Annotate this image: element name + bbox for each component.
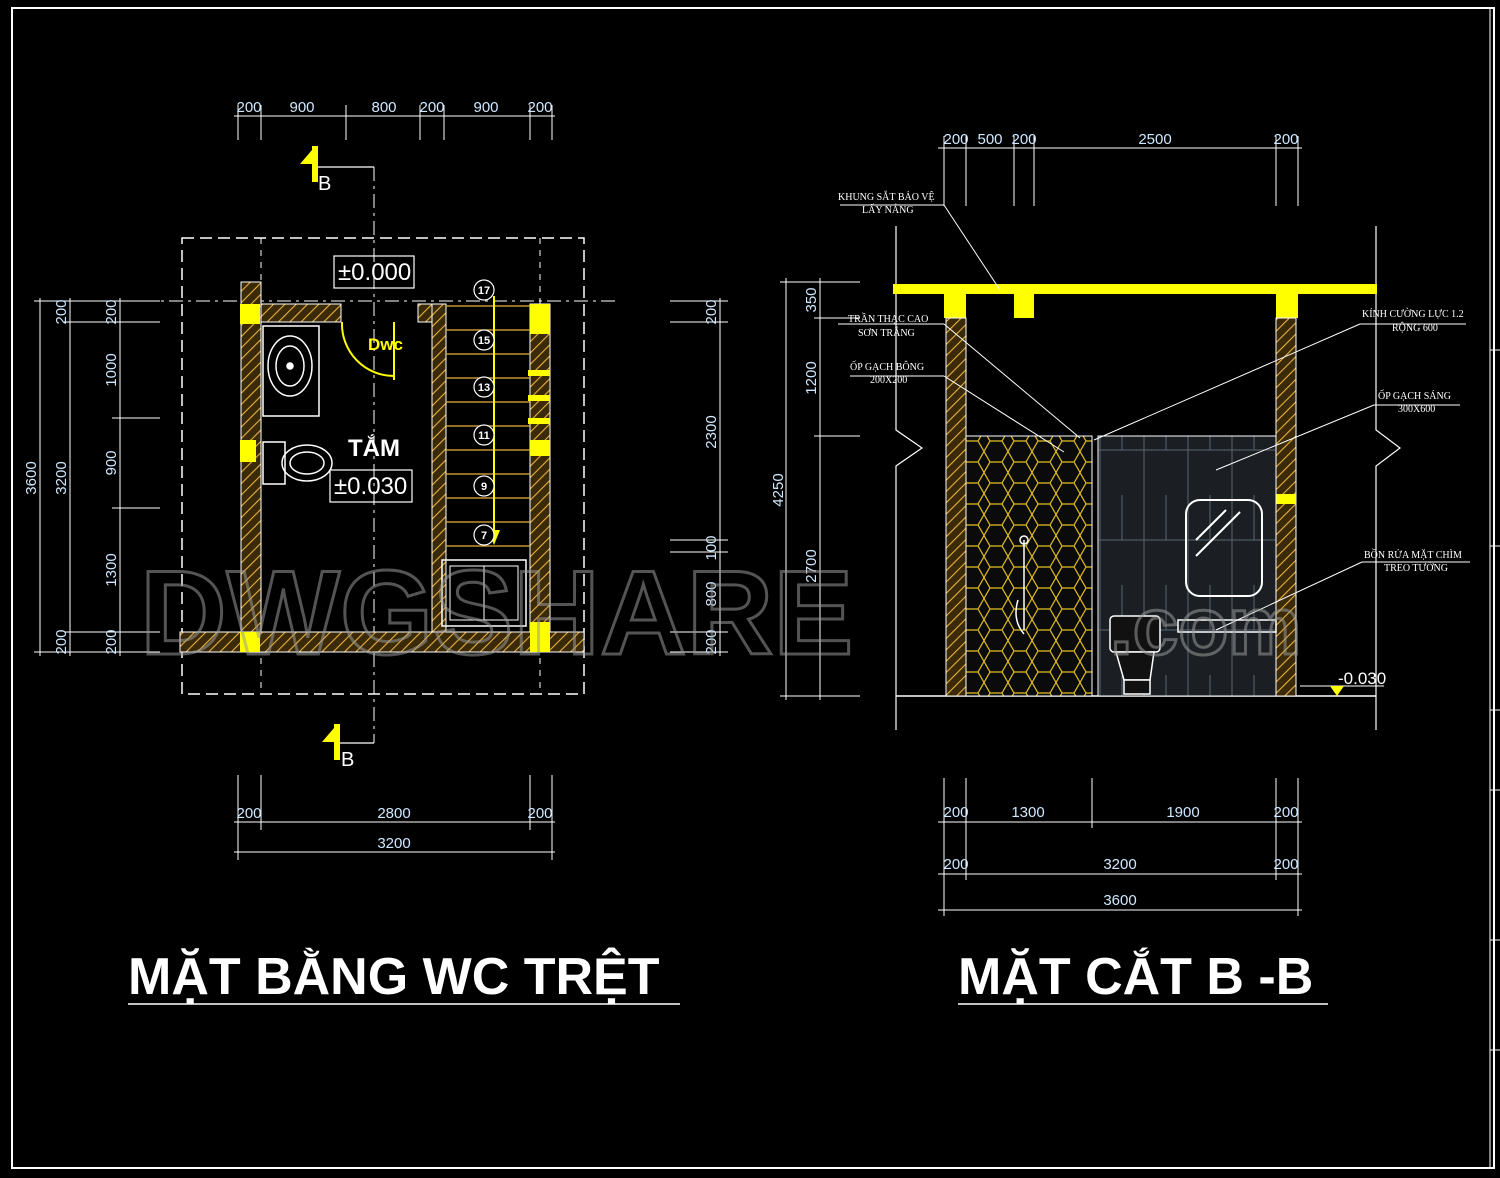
note-line: KHUNG SẮT BẢO VỆ [838, 190, 935, 203]
dim: 900 [473, 99, 498, 116]
plan-title: MẶT BẰNG WC TRỆT [128, 947, 660, 1006]
svg-text:.com: .com [1110, 581, 1301, 672]
sheet-border [11, 7, 1495, 1169]
dim: 1300 [103, 553, 120, 586]
dim: 350 [803, 287, 820, 312]
toilet-elevation [1109, 615, 1161, 695]
dim: 200 [943, 804, 968, 821]
dim: 900 [289, 99, 314, 116]
dim: 200 [703, 629, 720, 654]
dim: 1900 [1166, 804, 1199, 821]
section-mark-bottom: B [322, 724, 374, 771]
level-top: ±0.000 [338, 259, 411, 286]
stair-step-numbers: 17 15 13 11 9 7 [473, 279, 495, 546]
watermark: DWGSHARE .com [139, 545, 1303, 682]
dim: 200 [103, 299, 120, 324]
svg-text:DWGSHARE: DWGSHARE [140, 546, 853, 680]
section-mark-top: B [300, 146, 374, 195]
dim: 200 [1011, 131, 1036, 148]
floor-plan: 17 15 13 11 9 7 Dwc [23, 99, 728, 1006]
dim: 200 [943, 856, 968, 873]
dim: 1000 [103, 353, 120, 386]
dim: 200 [53, 299, 70, 324]
title-block-edge [1489, 8, 1500, 1168]
dim: 200 [1273, 804, 1298, 821]
dim: 2700 [803, 549, 820, 582]
note-line: KÍNH CƯỜNG LỰC 1.2 [1362, 308, 1464, 320]
section-bottom-dimensions [938, 778, 1302, 916]
plan-left-dimensions [34, 298, 160, 656]
svg-text:B: B [341, 749, 354, 771]
door-tag: Dwc [368, 335, 403, 354]
dim: 800 [703, 581, 720, 606]
dim: 100 [703, 535, 720, 560]
section-top-dimensions [938, 136, 1302, 206]
plan-bottom-dimensions [234, 775, 555, 860]
dim: 200 [527, 805, 552, 822]
plan-top-dimensions [234, 105, 555, 140]
svg-text:9: 9 [481, 481, 487, 493]
dim: 2300 [703, 415, 720, 448]
note-line: SƠN TRẮNG [858, 326, 915, 339]
dim: 900 [103, 450, 120, 475]
level-bottom: ±0.030 [334, 473, 407, 500]
svg-text:15: 15 [478, 335, 490, 347]
svg-text:B: B [318, 173, 331, 195]
dim: 2800 [377, 805, 410, 822]
dim: 3600 [23, 461, 40, 494]
note-line: TRẦN THẠC CAO [848, 312, 928, 325]
dim: 200 [236, 805, 261, 822]
dim: 200 [419, 99, 444, 116]
wall-sink [1177, 619, 1277, 633]
dim: 1200 [803, 361, 820, 394]
toilet-plan [262, 441, 333, 485]
wash-basin-plan [262, 325, 320, 417]
svg-text:17: 17 [478, 285, 490, 297]
section-view: -0.030 KHUNG SẮT BẢO VỆ LẤY NẮNG TRẦN TH… [770, 131, 1470, 1006]
note-line: ỐP GẠCH BÔNG [850, 360, 924, 373]
dim: 500 [977, 131, 1002, 148]
note-line: 300X600 [1398, 404, 1435, 415]
note-line: ỐP GẠCH SÁNG [1378, 389, 1451, 402]
dim: 200 [527, 99, 552, 116]
section-left-dimensions [780, 278, 860, 700]
dim: 200 [1273, 856, 1298, 873]
dim: 4250 [770, 473, 787, 506]
note-line: LẤY NẮNG [862, 203, 914, 216]
section-notes [838, 204, 1470, 631]
dim: 200 [1273, 131, 1298, 148]
dim: 3200 [53, 461, 70, 494]
dim: 2500 [1138, 131, 1171, 148]
section-level: -0.030 [1338, 669, 1386, 688]
shower [1015, 535, 1029, 635]
note-line: TREO TƯỜNG [1384, 562, 1448, 574]
dim: 200 [943, 131, 968, 148]
room-label: TẮM [348, 434, 400, 462]
note-line: 200X200 [870, 375, 907, 386]
dim: 3600 [1103, 892, 1136, 909]
note-line: BỒN RỬA MẶT CHÌM [1364, 548, 1462, 561]
svg-text:7: 7 [481, 530, 487, 542]
dim: 200 [703, 299, 720, 324]
dim: 200 [103, 629, 120, 654]
section-title: MẶT CẮT B -B [958, 947, 1313, 1006]
dim: 800 [371, 99, 396, 116]
svg-text:13: 13 [478, 382, 490, 394]
dim: 3200 [1103, 856, 1136, 873]
plan-right-dimensions [670, 298, 728, 656]
note-line: RỘNG 600 [1392, 322, 1438, 334]
dim: 200 [236, 99, 261, 116]
svg-text:11: 11 [478, 430, 490, 442]
dim: 200 [53, 629, 70, 654]
dim: 3200 [377, 835, 410, 852]
dim: 1300 [1011, 804, 1044, 821]
mirror [1185, 499, 1263, 597]
